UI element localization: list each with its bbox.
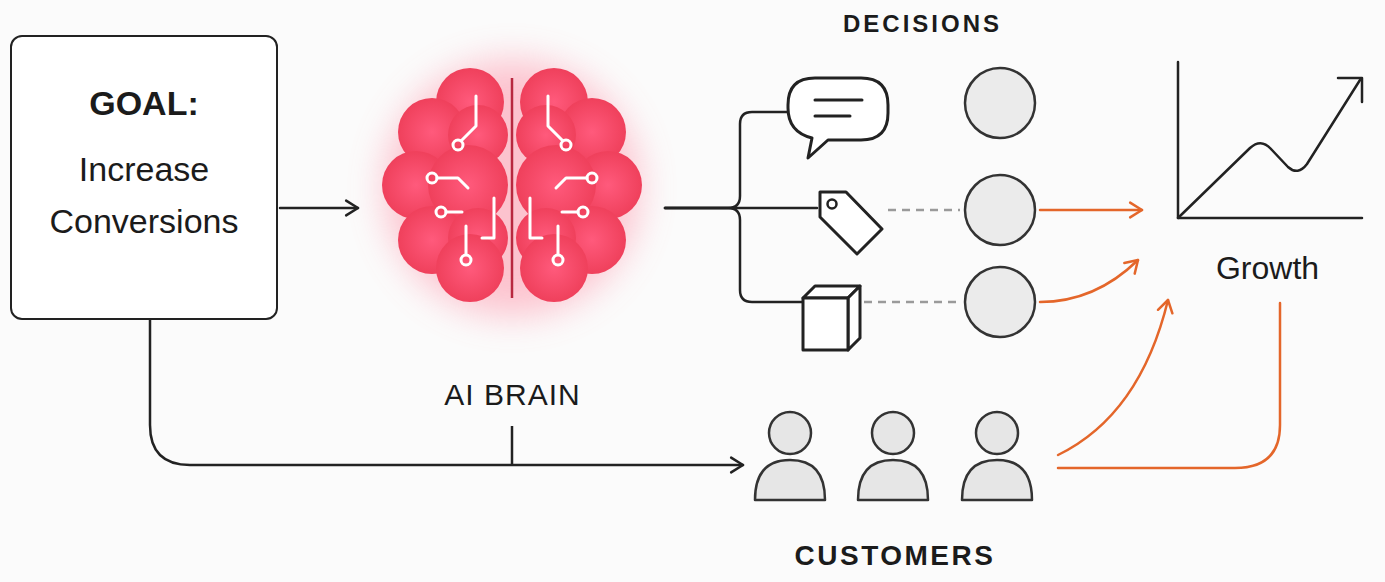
product-box-icon (803, 286, 860, 350)
node-heading: DECISIONS (785, 9, 1060, 39)
customer-icon (755, 412, 1032, 500)
node-heading: CUSTOMERS (745, 539, 1045, 573)
label-tick (511, 426, 514, 465)
message-lines (815, 100, 862, 116)
node-heading: AI BRAIN (360, 377, 665, 413)
arrowhead (1158, 300, 1172, 313)
message-icon (788, 78, 888, 158)
connector-line (665, 208, 802, 302)
connector-line (1058, 303, 1280, 468)
growth-chart (1178, 62, 1362, 218)
node-heading: GOAL: (12, 83, 276, 123)
decision-circle (965, 68, 1035, 337)
connector-line (150, 320, 743, 465)
connector-line (1040, 260, 1138, 302)
dashed-link (864, 210, 960, 302)
ai-brain-node: AI BRAIN (360, 60, 665, 415)
connector-line (280, 207, 358, 210)
arrowhead (1130, 203, 1142, 218)
arrowhead (346, 201, 358, 216)
connector-line (1058, 300, 1168, 455)
arrowhead (731, 458, 743, 473)
ai-brain-illustration (382, 60, 642, 316)
customers-group: CUSTOMERS (745, 405, 1045, 577)
growth-chart-node: Growth (1150, 55, 1385, 295)
flow-connector (150, 320, 743, 472)
node-text: Increase Conversions (12, 143, 276, 247)
growth-connector (1040, 203, 1142, 302)
flow-connector (280, 201, 358, 216)
price-tag-icon (820, 192, 882, 254)
price-tag-hole (828, 200, 837, 209)
flow-connector (665, 112, 817, 302)
decisions-group: DECISIONS (785, 5, 1060, 360)
arrowhead (1124, 260, 1138, 274)
growth-connector (1058, 300, 1172, 455)
connector-line (1040, 209, 1142, 212)
goal-box: GOAL: Increase Conversions (10, 35, 278, 320)
growth-connector (1058, 303, 1280, 468)
node-heading: Growth (1150, 249, 1385, 287)
connector-line (665, 112, 788, 208)
